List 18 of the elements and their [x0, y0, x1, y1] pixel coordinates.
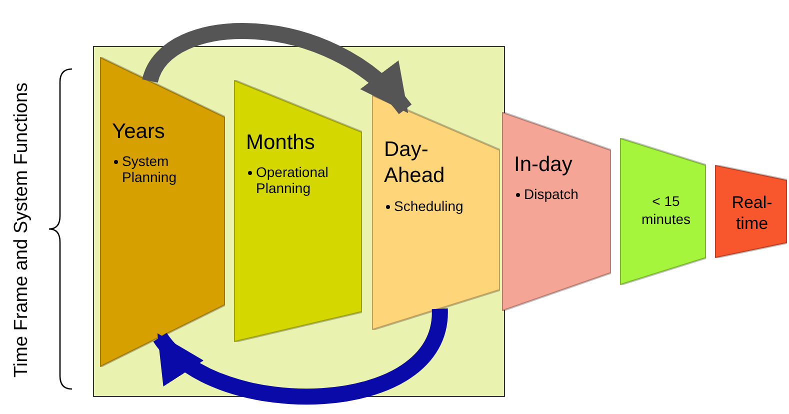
- stage-title: Real-time: [730, 192, 774, 234]
- trapezoid-stage: [620, 138, 706, 285]
- stage-function: System Planning: [122, 153, 178, 186]
- panel-background: [93, 46, 505, 397]
- trapezoid-stage: [100, 57, 225, 367]
- stage-title: Months: [246, 130, 316, 156]
- trapezoid-stage: [715, 165, 787, 258]
- stage-title: Years: [112, 119, 166, 145]
- stage-function: Dispatch: [524, 186, 578, 202]
- trapezoid-stage: [234, 80, 362, 342]
- stage-function: Scheduling: [394, 198, 464, 214]
- trapezoid-stage: [502, 112, 611, 311]
- trapezoid-stage: [372, 95, 500, 330]
- stage-title: < 15 minutes: [640, 193, 692, 228]
- stage-title: Day-Ahead: [384, 137, 446, 190]
- stage-function: Operational Planning: [256, 164, 330, 196]
- stage-title: In-day: [514, 152, 574, 178]
- axis-label: Time Frame and System Functions: [11, 82, 33, 378]
